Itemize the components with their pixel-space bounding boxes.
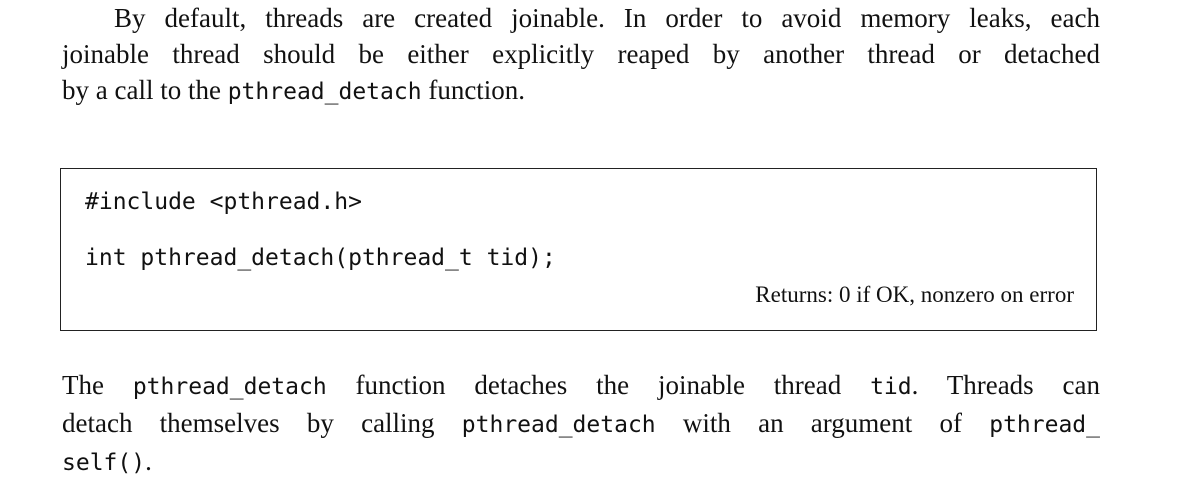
intro-line-2: joinable thread should be either explici… bbox=[62, 39, 1100, 69]
function-name-code: pthread_detach bbox=[227, 79, 422, 105]
desc-l3-c: . bbox=[145, 446, 152, 476]
description-line-3: self(). bbox=[62, 443, 1100, 481]
intro-line-3-prefix: by a call to the bbox=[62, 75, 228, 105]
intro-paragraph: By default, threads are created joinable… bbox=[62, 0, 1100, 110]
desc-l2-code-1: pthread_detach bbox=[461, 412, 656, 438]
intro-line-1: By default, threads are created joinable… bbox=[114, 3, 1100, 33]
description-line-1: The pthread_detach function detaches the… bbox=[62, 367, 1100, 405]
desc-l1-b: function detaches the joinable thread bbox=[326, 370, 871, 400]
include-directive: #include <pthread.h> bbox=[85, 189, 362, 215]
desc-l3-code: self() bbox=[62, 450, 146, 476]
desc-l2-a: detach themselves by calling bbox=[62, 408, 462, 438]
function-synopsis-box: #include <pthread.h> int pthread_detach(… bbox=[60, 168, 1097, 331]
return-value-note: Returns: 0 if OK, nonzero on error bbox=[755, 282, 1074, 307]
desc-l1-code-2: tid bbox=[870, 374, 912, 400]
description-paragraph: The pthread_detach function detaches the… bbox=[62, 367, 1100, 481]
function-prototype: int pthread_detach(pthread_t tid); bbox=[85, 245, 556, 271]
desc-l1-a: The bbox=[62, 370, 133, 400]
intro-line-3-suffix: function. bbox=[421, 75, 526, 105]
desc-l2-code-2: pthread_ bbox=[989, 412, 1100, 438]
desc-l2-b: with an argument of bbox=[655, 408, 990, 438]
desc-l1-c: . Threads can bbox=[911, 370, 1100, 400]
desc-l1-code-1: pthread_detach bbox=[132, 374, 327, 400]
intro-line-3: by a call to the pthread_detach function… bbox=[62, 72, 1100, 110]
description-line-2: detach themselves by calling pthread_det… bbox=[62, 405, 1100, 443]
